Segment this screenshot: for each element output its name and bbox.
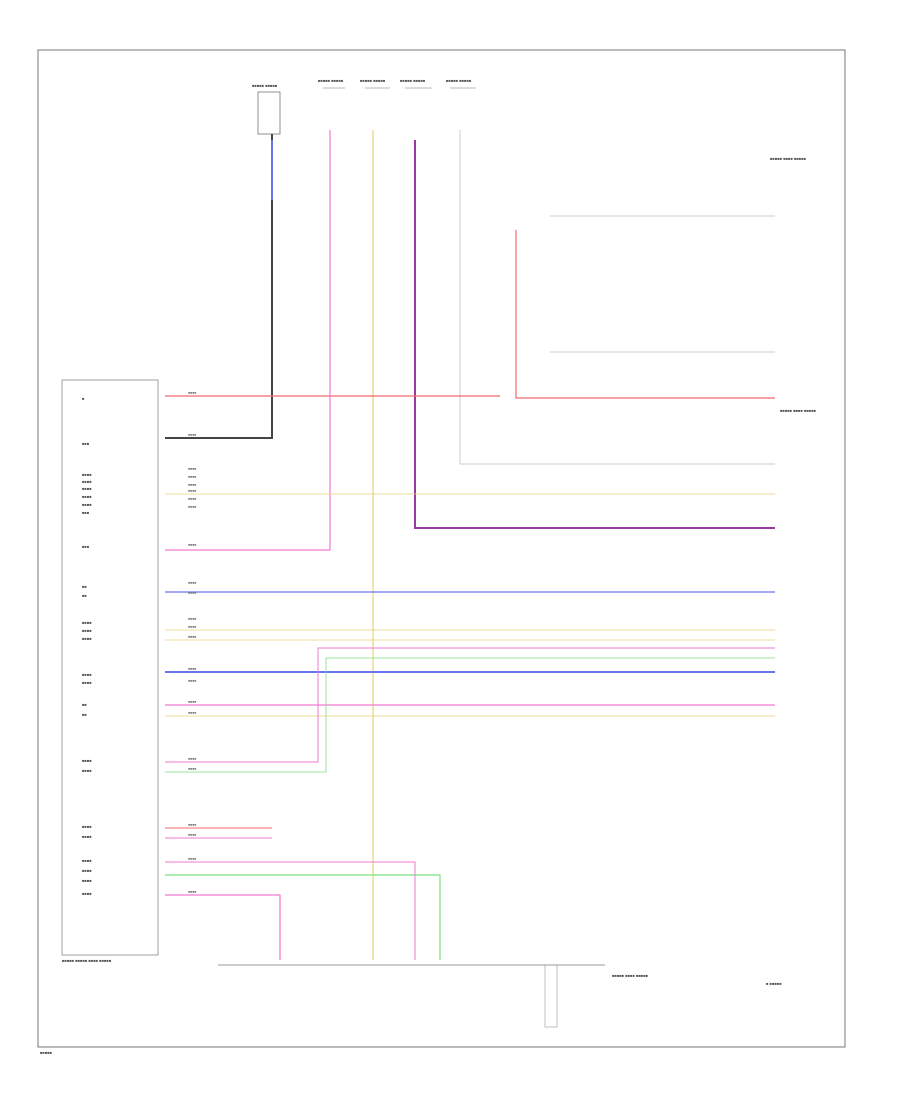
svg-text:■■■■■ ■■■■■: ■■■■■ ■■■■■ (252, 83, 278, 88)
pin-label: ■■ (82, 712, 87, 717)
corner-note: ■ ■■■■■ (766, 981, 782, 986)
bottom-module-caption: ■■■■■ ■■■■ ■■■■■ (612, 973, 649, 978)
pin-label: ■■■ (82, 510, 90, 515)
wire-code: ■■■■ (188, 617, 196, 621)
pin-label: ■■■■ (82, 636, 92, 641)
wire-pink-2 (165, 647, 775, 763)
pin-label: ■■■■ (82, 628, 92, 633)
fuse-box: ■■■■■ ■■■■■ (446, 78, 476, 89)
wire-code: ■■■■ (188, 591, 196, 595)
page-frame (37, 49, 846, 1048)
wire-code: ■■■■ (188, 667, 196, 671)
wire-code: ■■■■ (188, 679, 196, 683)
right-top-module-caption: ■■■■■ ■■■■ ■■■■■ (770, 156, 807, 161)
wire-gray-vertical (459, 130, 775, 465)
wire-code: ■■■■ (188, 757, 196, 761)
pin-label: ■■■■ (82, 858, 92, 863)
bottom-module-legend-box (544, 964, 558, 1028)
svg-text:■■■■■ ■■■■■: ■■■■■ ■■■■■ (360, 78, 386, 83)
wire-code: ■■■■ (188, 475, 196, 479)
wire-violet-vertical (414, 140, 775, 529)
wire-code: ■■■■ (188, 391, 196, 395)
wire-red-right (515, 230, 775, 399)
pin-label: ■■ (82, 702, 87, 707)
pin-label: ■■■■ (82, 472, 92, 477)
fuse-box: ■■■■■ ■■■■■ (400, 78, 432, 89)
fuse-box-group: ■■■■■ ■■■■■ ■■■■■ ■■■■■ ■■■■■ ■■■■■ ■■■■… (252, 78, 476, 135)
wire-pink-short (165, 130, 331, 551)
wire-code: ■■■■ (188, 483, 196, 487)
left-module (61, 379, 159, 956)
svg-text:■■■■■ ■■■■■: ■■■■■ ■■■■■ (318, 78, 344, 83)
pin-label: ■■ (82, 584, 87, 589)
wire-code: ■■■■ (188, 823, 196, 827)
page-code: ■■■■■ (40, 1050, 53, 1055)
left-module-caption: ■■■■■ ■■■■■ ■■■■ ■■■■■ (62, 958, 112, 963)
right-mid-module-caption: ■■■■■ ■■■■ ■■■■■ (780, 408, 817, 413)
pin-label: ■■■■ (82, 891, 92, 896)
wire-code: ■■■■ (188, 767, 196, 771)
wire-code: ■■■■ (188, 700, 196, 704)
pin-label: ■■■■ (82, 878, 92, 883)
fuse-box: ■■■■■ ■■■■■ (360, 78, 390, 89)
wire-code: ■■■■ (188, 890, 196, 894)
wire-pink-3 (165, 861, 416, 960)
pin-label: ■■■■ (82, 620, 92, 625)
wire-code-labels: ■■■■ ■■■■ ■■■■ ■■■■ ■■■■ ■■■■ ■■■■ ■■■■ ■■■■ ■■■■… (188, 391, 196, 894)
pin-label: ■■■■ (82, 680, 92, 685)
pin-label: ■■■■ (82, 502, 92, 507)
pin-label: ■■■■ (82, 758, 92, 763)
wire-green-1 (165, 657, 775, 773)
wire-code: ■■■■ (188, 467, 196, 471)
pin-label: ■ (82, 396, 85, 401)
left-pin-labels: ■■■■■■■■■■■■■■■■■■■■■■■■■■■■■■■■■■■■■■■■… (82, 396, 92, 896)
wire-pink-4 (165, 894, 281, 960)
pin-label: ■■■■ (82, 824, 92, 829)
wire-code: ■■■■ (188, 711, 196, 715)
pin-label: ■■■■ (82, 479, 92, 484)
pin-label: ■■■■ (82, 494, 92, 499)
wires (165, 130, 775, 960)
wire-code: ■■■■ (188, 625, 196, 629)
pin-label: ■■■■ (82, 834, 92, 839)
pin-label: ■■■ (82, 441, 90, 446)
pin-label: ■■■■ (82, 486, 92, 491)
svg-text:■■■■■ ■■■■■: ■■■■■ ■■■■■ (446, 78, 472, 83)
wire-code: ■■■■ (188, 489, 196, 493)
svg-text:■■■■■ ■■■■■: ■■■■■ ■■■■■ (400, 78, 426, 83)
wire-code: ■■■■ (188, 505, 196, 509)
wire-code: ■■■■ (188, 543, 196, 547)
wire-green-2 (165, 874, 441, 960)
wire-code: ■■■■ (188, 581, 196, 585)
pin-label: ■■■■ (82, 768, 92, 773)
wire-code: ■■■■ (188, 857, 196, 861)
wire-code: ■■■■ (188, 497, 196, 501)
wire-code: ■■■■ (188, 635, 196, 639)
pin-label: ■■ (82, 593, 87, 598)
fuse-box: ■■■■■ ■■■■■ (318, 78, 345, 89)
wire-black-vertical (165, 134, 273, 439)
fuse-box: ■■■■■ ■■■■■ (252, 83, 281, 135)
pin-label: ■■■■ (82, 868, 92, 873)
pin-label: ■■■■ (82, 672, 92, 677)
wire-code: ■■■■ (188, 433, 196, 437)
pin-label: ■■■ (82, 544, 90, 549)
wire-code: ■■■■ (188, 833, 196, 837)
